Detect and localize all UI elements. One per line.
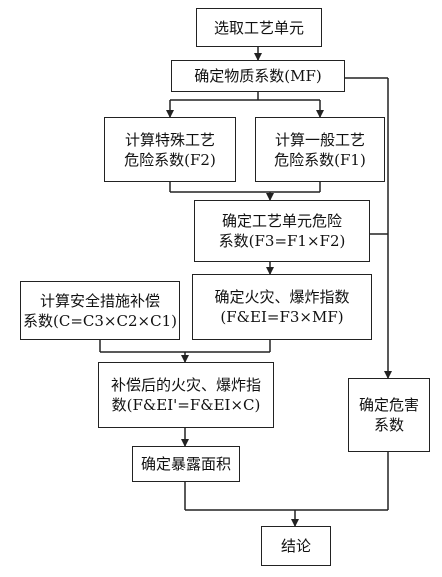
node-general-hazard-line-1: 计算一般工艺 bbox=[274, 130, 365, 149]
node-fire-explosion-index-line-1: 确定火灾、爆炸指数 bbox=[214, 288, 350, 306]
node-unit-hazard-line-2: 系数(F3=F1×F2) bbox=[218, 232, 346, 250]
node-fire-explosion-index: 确定火灾、爆炸指数 (F&EI=F3×MF) bbox=[192, 274, 372, 340]
node-special-hazard-line-1: 计算特殊工艺 bbox=[124, 130, 215, 149]
node-exposure-area-line-1: 确定暴露面积 bbox=[140, 455, 231, 473]
node-material-factor: 确定物质系数(MF) bbox=[171, 60, 345, 92]
node-compensated-index: 补偿后的火灾、爆炸指 数(F&EI'=F&EI×C) bbox=[98, 362, 274, 428]
node-exposure-area: 确定暴露面积 bbox=[132, 446, 240, 482]
node-conclusion: 结论 bbox=[261, 526, 331, 566]
node-general-hazard-line-2: 危险系数(F1) bbox=[274, 150, 366, 169]
node-compensated-index-line-1: 补偿后的火灾、爆炸指 bbox=[110, 376, 261, 394]
node-unit-hazard-line-1: 确定工艺单元危险 bbox=[221, 212, 342, 230]
node-select-unit: 选取工艺单元 bbox=[196, 8, 322, 47]
node-special-hazard-line-2: 危险系数(F2) bbox=[124, 150, 216, 169]
node-material-factor-line-1: 确定物质系数(MF) bbox=[194, 67, 322, 85]
node-damage-factor: 确定危害 系数 bbox=[348, 378, 430, 452]
node-special-hazard: 计算特殊工艺 危险系数(F2) bbox=[104, 117, 236, 182]
node-damage-factor-line-1: 确定危害 bbox=[358, 396, 419, 414]
node-safety-credit-line-1: 计算安全措施补偿 bbox=[39, 291, 160, 310]
node-damage-factor-line-2: 系数 bbox=[373, 416, 404, 434]
node-unit-hazard: 确定工艺单元危险 系数(F3=F1×F2) bbox=[194, 200, 370, 262]
node-conclusion-line-1: 结论 bbox=[280, 537, 311, 555]
node-safety-credit: 计算安全措施补偿 系数(C=C3×C2×C1) bbox=[20, 281, 180, 340]
node-select-unit-line-1: 选取工艺单元 bbox=[213, 18, 304, 37]
node-general-hazard: 计算一般工艺 危险系数(F1) bbox=[255, 117, 385, 182]
node-fire-explosion-index-line-2: (F&EI=F3×MF) bbox=[220, 308, 344, 326]
node-compensated-index-line-2: 数(F&EI'=F&EI×C) bbox=[111, 396, 261, 414]
node-safety-credit-line-2: 系数(C=C3×C2×C1) bbox=[23, 311, 177, 330]
